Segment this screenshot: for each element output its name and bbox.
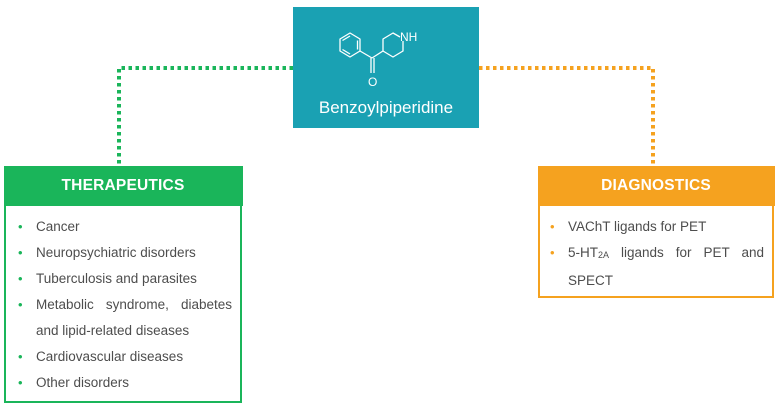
list-item: •Metabolic syndrome, diabetes and lipid-… — [18, 292, 232, 344]
list-item: •Neuropsychiatric disorders — [18, 240, 232, 266]
connector-therapeutics — [117, 66, 293, 166]
connector-diagnostics — [479, 66, 655, 166]
receptor-subtype-subscript: 2A — [598, 249, 610, 260]
bullet-icon: • — [18, 270, 23, 286]
list-item: •VAChT ligands for PET — [550, 214, 764, 240]
list-item: •Tuberculosis and parasites — [18, 266, 232, 292]
molecule-oxygen-label: O — [368, 75, 377, 89]
benzoylpiperidine-structure-icon: NH O — [339, 30, 417, 89]
diagnostics-list: •VAChT ligands for PET •5-HT2A ligands f… — [540, 206, 772, 294]
bullet-icon: • — [18, 218, 23, 234]
bullet-icon: • — [18, 296, 23, 312]
bullet-icon: • — [550, 244, 555, 260]
center-title: Benzoylpiperidine — [318, 98, 454, 117]
list-item: •5-HT2A ligands for PET and SPECT — [550, 240, 764, 294]
therapeutics-header: THERAPEUTICS — [3, 165, 243, 206]
diagnostics-header: DIAGNOSTICS — [537, 165, 775, 206]
therapeutics-panel: THERAPEUTICS •Cancer •Neuropsychiatric d… — [3, 165, 243, 403]
list-item: •Cardiovascular diseases — [18, 344, 232, 370]
therapeutics-list: •Cancer •Neuropsychiatric disorders •Tub… — [6, 206, 240, 396]
list-item: •Cancer — [18, 214, 232, 240]
bullet-icon: • — [18, 374, 23, 390]
list-item: •Other disorders — [18, 370, 232, 396]
bullet-icon: • — [18, 244, 23, 260]
center-node-benzoylpiperidine: NH O Benzoylpiperidine — [293, 7, 479, 128]
diagnostics-panel: DIAGNOSTICS •VAChT ligands for PET •5-HT… — [537, 165, 775, 298]
bullet-icon: • — [550, 218, 555, 234]
molecule-nh-label: NH — [400, 30, 417, 44]
bullet-icon: • — [18, 348, 23, 364]
